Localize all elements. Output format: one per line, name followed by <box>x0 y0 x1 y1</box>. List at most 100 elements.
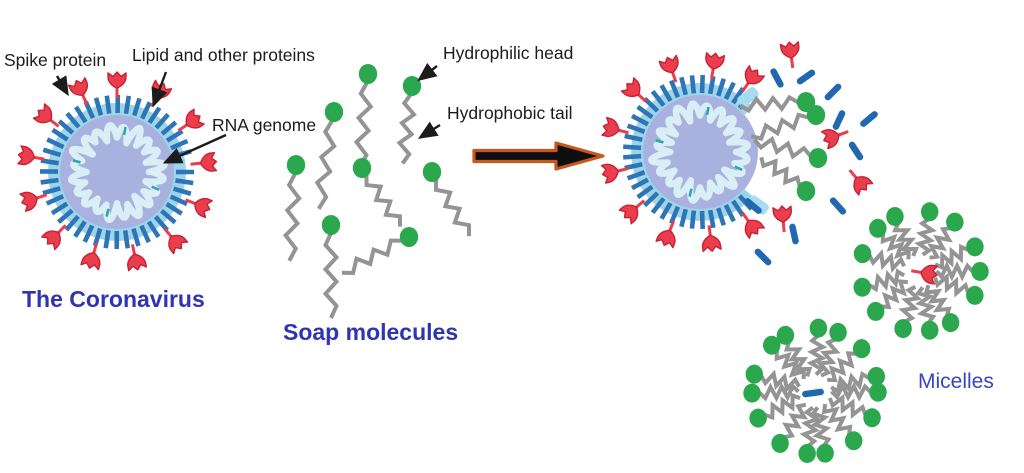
soap-molecule <box>809 406 834 463</box>
spike-protein-shape <box>655 220 676 249</box>
hydrophobic-tail-label: Hydrophobic tail <box>447 103 573 123</box>
membrane-fragment <box>802 388 824 398</box>
spike-protein-shape <box>127 244 148 272</box>
rna-tick <box>105 208 110 217</box>
soap-molecule <box>314 102 344 210</box>
hydrophobic-tail-shape <box>881 279 908 310</box>
membrane-fragment <box>744 198 762 214</box>
spike-protein-shape <box>779 41 800 69</box>
soap-molecule <box>352 158 403 227</box>
annotation-arrow <box>151 71 168 108</box>
hydrophilic-head-shape <box>844 431 863 451</box>
hydrophilic-head-shape <box>853 277 871 297</box>
rna-tick <box>734 165 743 172</box>
soap-molecule <box>750 105 826 141</box>
lipid-proteins-label: Lipid and other proteins <box>132 45 315 65</box>
hydrophobic-tail-shape <box>799 405 822 448</box>
hydrophilic-head-shape <box>776 325 795 345</box>
soap-molecule <box>886 206 919 257</box>
spike-protein-shape <box>741 211 765 239</box>
hydrophilic-head-shape <box>971 261 989 281</box>
hydrophilic-head-shape <box>358 64 378 84</box>
hydrophilic-head-shape <box>894 319 912 339</box>
soap-molecule <box>771 402 808 453</box>
rna-tick <box>705 106 710 116</box>
soap-molecule <box>422 162 471 237</box>
rna-genome-squiggle <box>67 122 168 224</box>
soap-molecule <box>798 405 822 464</box>
hydrophobic-tail-shape <box>827 351 857 383</box>
membrane-chunk <box>737 87 759 107</box>
hydrophobic-tail-shape <box>782 402 808 440</box>
spike-protein-shape <box>190 152 218 172</box>
membrane-fragment <box>860 111 878 127</box>
spike-protein-shape <box>848 169 874 196</box>
spike-protein-shape <box>177 108 205 132</box>
hydrophilic-head-shape <box>321 215 341 235</box>
membrane-fragment <box>754 248 772 266</box>
membrane-fragment <box>829 197 847 215</box>
rna-tick <box>72 159 81 164</box>
hydrophobic-tail-shape <box>774 350 806 380</box>
hydrophobic-tail-shape <box>314 118 337 210</box>
soap-molecule <box>935 260 989 282</box>
soap-molecule <box>753 135 828 168</box>
hydrophobic-tail-shape <box>784 341 813 377</box>
hydrophilic-head-shape <box>809 318 828 338</box>
hydrophilic-head-shape <box>806 105 826 125</box>
coronavirus-caption: The Coronavirus <box>22 286 205 312</box>
membrane-fragment <box>832 110 846 130</box>
hydrophobic-tail-shape <box>914 217 937 257</box>
hydrophilic-head-shape <box>796 181 816 201</box>
hydrophilic-head-shape <box>886 206 904 226</box>
soap-molecule <box>914 202 939 257</box>
intact-coronavirus <box>17 71 218 272</box>
hydrophobic-tail-shape <box>934 243 969 271</box>
hydrophobic-tail-shape <box>739 94 800 114</box>
soap-molecule <box>743 382 800 403</box>
hydrophobic-tail-shape <box>759 369 801 394</box>
soap-molecule <box>749 392 801 428</box>
soap-molecule <box>282 155 306 262</box>
annotation-arrows <box>51 62 441 164</box>
rna-genome-label: RNA genome <box>212 115 317 135</box>
spike-protein-shape <box>19 191 48 212</box>
hydrophilic-head-shape <box>869 382 887 402</box>
soap-molecule <box>341 227 419 276</box>
micelles-caption: Micelles <box>918 370 994 393</box>
hydrophobic-tail-shape <box>750 112 809 141</box>
hydrophilic-head-shape <box>867 366 886 386</box>
hydrophobic-tail-shape <box>821 403 853 436</box>
rna-tick <box>655 139 664 144</box>
membrane-protein-dashes <box>39 94 194 250</box>
hydrophilic-head-shape <box>866 301 885 321</box>
hydrophilic-head-shape <box>324 102 344 122</box>
spike-protein-shape <box>701 225 722 253</box>
hydrophobic-tail-shape <box>809 406 832 447</box>
hydrophilic-head-shape <box>745 364 764 384</box>
hydrophobic-tail-shape <box>933 272 970 298</box>
hydrophobic-tail-shape <box>764 392 801 421</box>
hydrophilic-head-shape <box>853 244 872 264</box>
hydrophilic-head-shape <box>352 158 372 178</box>
soap-molecule <box>745 364 801 394</box>
spike-protein-shape <box>600 163 629 184</box>
hydrophilic-head-shape <box>920 320 939 340</box>
disrupted-coronavirus <box>600 52 765 253</box>
membrane-fragment <box>770 68 784 88</box>
hydrophobic-tail-shape <box>815 337 841 378</box>
hydrophobic-tail-shape <box>867 248 906 273</box>
lipid-membrane-ring <box>631 83 753 221</box>
hydrophobic-tail-shape <box>927 226 953 260</box>
hydrophobic-tail-shape <box>759 156 802 187</box>
hydrophobic-tail-shape <box>828 393 868 419</box>
spike-proteins <box>17 71 218 272</box>
hydrophilic-head-shape <box>743 383 761 403</box>
hydrophobic-tail-shape <box>396 92 417 165</box>
hydrophobic-tail-shape <box>868 268 906 293</box>
hydrophilic-head-shape <box>966 237 984 257</box>
membrane-chunk <box>747 195 769 215</box>
soap-molecule <box>934 237 984 271</box>
hydrophobic-tail-shape <box>758 382 800 403</box>
